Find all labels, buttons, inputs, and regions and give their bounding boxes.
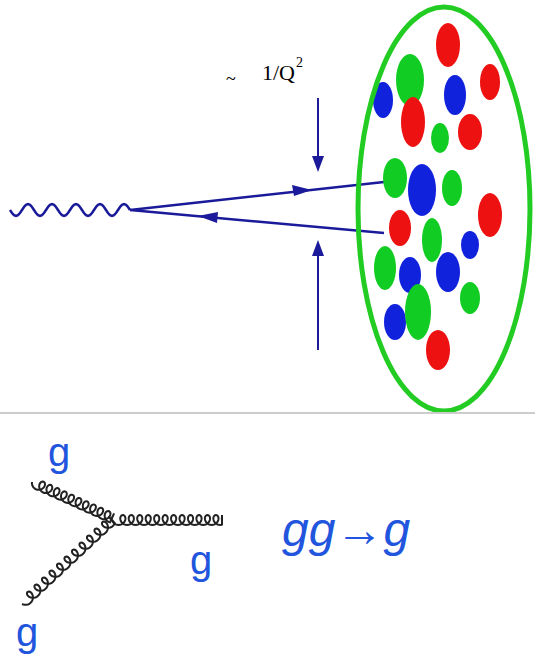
gluon-label: g — [190, 540, 212, 580]
dimension-arrow — [317, 98, 319, 160]
gluon-label: g — [48, 432, 70, 472]
gluon-line — [22, 516, 115, 604]
gluon-vertex — [22, 482, 222, 605]
arrowhead — [198, 212, 218, 223]
parton-blob — [401, 97, 425, 147]
process-label: gg→g — [282, 506, 410, 554]
parton-blob — [442, 170, 462, 206]
parton-blob — [478, 193, 502, 237]
separator — [0, 412, 535, 414]
parton-blob — [458, 114, 482, 150]
superscript: 2 — [296, 56, 303, 70]
arrowhead — [292, 185, 312, 196]
photon-line — [10, 204, 130, 216]
proton-outline — [358, 7, 530, 411]
parton-blob — [389, 210, 411, 246]
parton-blob — [460, 282, 480, 314]
arrowhead — [312, 156, 324, 172]
parton-blob — [461, 231, 479, 259]
parton-blob — [436, 23, 460, 67]
parton-blob — [444, 75, 466, 115]
parton-blob — [405, 284, 431, 340]
gluon-line — [32, 482, 114, 523]
dimension-arrow — [317, 252, 319, 350]
approx-sign: ~ — [226, 70, 236, 88]
parton-blobs — [373, 23, 502, 370]
scale-label: 1/Q — [262, 62, 295, 84]
parton-blob — [374, 246, 396, 290]
parton-blob — [422, 218, 442, 262]
antiquark-line — [130, 210, 384, 233]
parton-blob — [426, 330, 450, 370]
parton-blob — [431, 123, 449, 153]
arrowhead — [312, 240, 324, 256]
gluon-line — [112, 515, 222, 525]
parton-blob — [384, 304, 406, 340]
parton-blob — [408, 164, 436, 216]
parton-blob — [480, 64, 500, 100]
parton-blob — [436, 252, 460, 292]
parton-blob — [383, 158, 407, 198]
gluon-label: g — [16, 612, 38, 652]
quark-line — [130, 182, 384, 210]
